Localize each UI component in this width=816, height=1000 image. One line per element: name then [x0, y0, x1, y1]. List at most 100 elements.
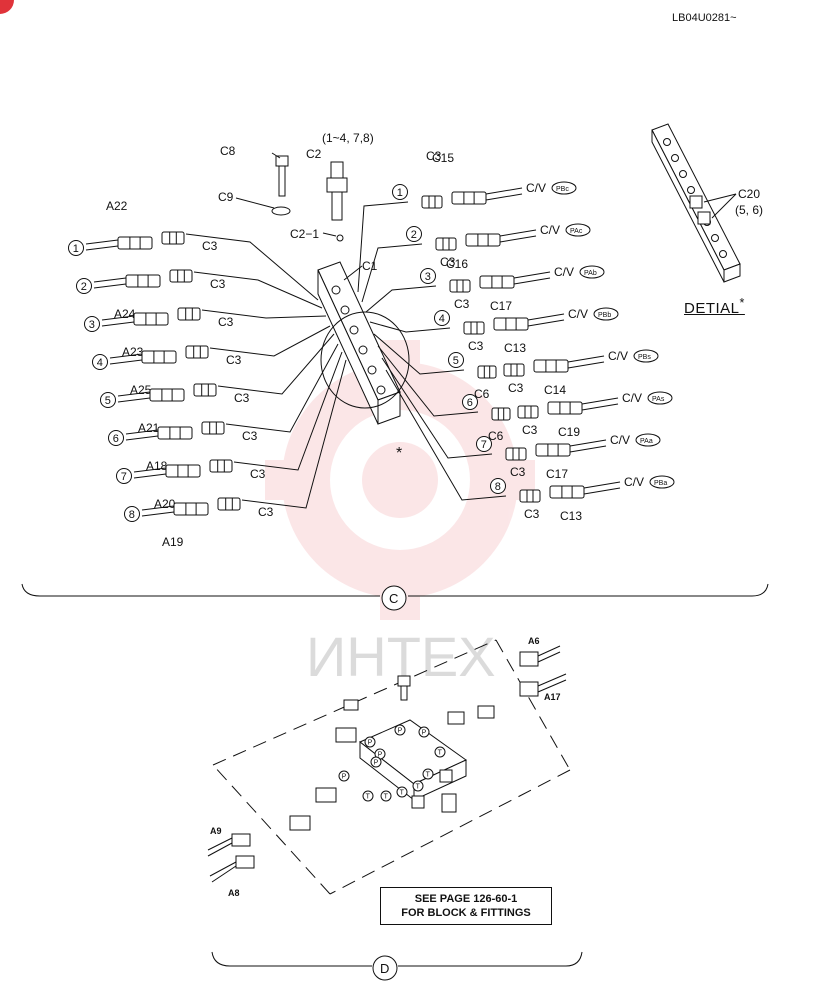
right-line-label: C13 — [560, 509, 582, 523]
left-hose-group: 1A22C32A24C33A23C34A25C35A21C36A18C37A20… — [68, 199, 347, 549]
right-line-label: C15 — [432, 151, 454, 165]
right-fitting-label: C3 — [508, 381, 524, 395]
right-hose-number: 6 — [467, 397, 473, 409]
cv-label: C/V — [568, 307, 588, 321]
right-line-label: C14 — [544, 383, 566, 397]
c8-label: C8 — [220, 144, 236, 158]
detail-title-marker: * — [739, 296, 745, 310]
a6-label: A6 — [528, 636, 540, 646]
left-hose-number: 1 — [73, 243, 79, 255]
cv-port-label: PBs — [638, 354, 651, 361]
cv-port-label: PAa — [640, 438, 653, 445]
cv-label: C/V — [624, 475, 644, 489]
right-fitting-label: C3 — [468, 339, 484, 353]
detail-title-text: DETIAL — [684, 300, 740, 317]
right-hose-number-circle — [476, 436, 492, 452]
right-fitting-label: C3 — [426, 149, 442, 163]
right-fitting-label: C3 — [440, 255, 456, 269]
left-hose-label: A18 — [146, 459, 168, 473]
section-d-marker — [372, 955, 398, 981]
right-fitting-label: C3 — [510, 465, 526, 479]
port-t-marker — [380, 790, 392, 802]
left-fitting-label: C3 — [218, 315, 234, 329]
port-t-marker — [434, 746, 446, 758]
section-c-bracket-left — [21, 583, 380, 597]
port-t-text: T — [384, 794, 389, 801]
right-hose-number-circle — [406, 226, 422, 242]
right-line-label: C16 — [446, 257, 468, 271]
left-fitting-label: C3 — [210, 277, 226, 291]
cv-label: C/V — [540, 223, 560, 237]
c2-label: C2 — [306, 147, 322, 161]
section-d-letter: D — [380, 961, 389, 976]
port-p-marker — [394, 724, 406, 736]
port-p-text: P — [422, 730, 427, 737]
port-p-text: P — [378, 752, 383, 759]
port-t-marker — [362, 790, 374, 802]
see-page-line1: SEE PAGE 126-60-1 — [414, 893, 518, 905]
see-page-note: SEE PAGE 126-60-1 FOR BLOCK & FITTINGS — [380, 887, 552, 925]
right-hose-number-circle — [448, 352, 464, 368]
port-t-marker — [412, 780, 424, 792]
cv-port-label: PBb — [598, 312, 611, 319]
a9-label: A9 — [210, 826, 222, 836]
right-hose-number-circle — [434, 310, 450, 326]
section-c-letter: C — [389, 591, 398, 606]
left-hose-label: A24 — [114, 307, 136, 321]
left-hose-number: 7 — [121, 471, 127, 483]
left-hose-number-circle — [76, 278, 92, 294]
right-fitting-label: C3 — [522, 423, 538, 437]
left-hose-number: 2 — [81, 281, 87, 293]
cv-port-label: PAc — [570, 228, 583, 235]
left-hose-number-circle — [116, 468, 132, 484]
left-hose-number: 6 — [113, 433, 119, 445]
left-fitting-label: C3 — [202, 239, 218, 253]
port-t-text: T — [400, 790, 405, 797]
port-t-text: T — [416, 784, 421, 791]
left-fitting-label: C3 — [226, 353, 242, 367]
cv-label: C/V — [608, 349, 628, 363]
star-marker: * — [396, 445, 402, 462]
left-hose-label: A20 — [154, 497, 176, 511]
c1-label: C1 — [362, 259, 378, 273]
port-p-text: P — [342, 774, 347, 781]
detail-title: DETIAL* — [684, 296, 745, 317]
left-hose-number: 4 — [97, 357, 103, 369]
cv-port-label: PAs — [652, 396, 665, 403]
a17-label: A17 — [544, 692, 561, 702]
left-hose-number-circle — [84, 316, 100, 332]
c2-1-label: C2−1 — [290, 227, 319, 241]
right-hose-number-circle — [392, 184, 408, 200]
section-d-bracket-left — [211, 951, 372, 967]
right-extra-label: C6 — [474, 387, 490, 401]
right-line-label: C17 — [546, 467, 568, 481]
detail-part-note: (5, 6) — [735, 203, 763, 217]
port-p-marker — [338, 770, 350, 782]
left-hose-label: A19 — [162, 535, 184, 549]
see-page-line2: FOR BLOCK & FITTINGS — [401, 907, 531, 919]
manifold-block — [317, 261, 410, 425]
right-line-label: C19 — [558, 425, 580, 439]
right-hose-number: 1 — [397, 187, 403, 199]
port-p-marker — [370, 756, 382, 768]
right-fitting-label: C3 — [454, 297, 470, 311]
right-hose-number: 8 — [495, 481, 501, 493]
right-hose-number: 4 — [439, 313, 445, 325]
cv-label: C/V — [610, 433, 630, 447]
left-hose-number-circle — [124, 506, 140, 522]
left-hose-number: 3 — [89, 319, 95, 331]
left-hose-number: 5 — [105, 395, 111, 407]
cv-label: C/V — [622, 391, 642, 405]
cv-port-label: PAb — [584, 270, 597, 277]
right-hose-number: 2 — [411, 229, 417, 241]
